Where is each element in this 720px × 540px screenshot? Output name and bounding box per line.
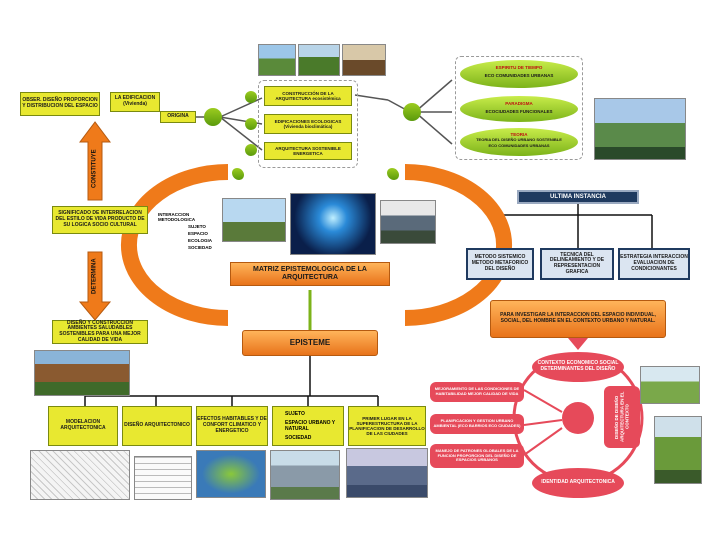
methods-block: INTERACCION METODOLOGICA SUJETO ESPACIO … [158,212,222,250]
origin-item-1: CONSTRUCCIÓN DE LA ARQUITECTURA ecosisté… [264,86,352,106]
significance-box: SIGNIFICADO DE INTERRELACION DEL ESTILO … [52,206,148,234]
paradigm-oval: PARADIGMA ECOCIUDADES FUNCIONALES [460,96,578,122]
leaf-icon-right [387,168,399,180]
healthy-design-box: DISEÑO Y CONSTRUCCION AMBIENTES SALUDABL… [52,320,148,344]
investigate-box: PARA INVESTIGAR LA INTERACCION DEL ESPAC… [490,300,666,338]
brain-face-photo [290,193,376,255]
origin-item-3: ARQUITECTURA SOSTENIBLE ENERGETICA [264,142,352,160]
bottom-list-item: ESPACIO URBANO Y NATURAL [285,420,336,432]
origin-dot-1 [245,91,257,103]
leaf-icon-left [232,168,244,180]
instance-method: METODO SISTEMICO METODO METAFORICO DEL D… [466,248,534,280]
edification-box: LA EDIFICACION (Vivienda) [110,92,160,112]
spirit-sub: ECO COMUNIDADES URBANAS [484,73,554,79]
cycle-top: CONTEXTO ECONOMICO SOCIAL DETERMINANTES … [532,352,624,382]
last-instance-header: ULTIMA INSTANCIA [517,190,639,204]
modern-house-photo [380,200,436,244]
method-item: SOCIEDAD [188,245,212,250]
origina-box: ORIGINA [160,111,196,123]
bottom-design: DISEÑO ARQUITECTONICO [122,406,192,446]
method-item: SUJETO [188,224,206,229]
eco-building-photo-3 [342,44,386,76]
theory-title: TEORIA [510,132,528,137]
eco-building-photo-1 [258,44,296,76]
cycle-bottom: IDENTIDAD ARQUITECTONICA [532,468,624,498]
methods-title: INTERACCION METODOLOGICA [158,212,196,222]
right-node [403,103,421,121]
eco-building-photo-2 [298,44,340,76]
method-item: ECOLOGIA [188,238,213,243]
bottom-planning: PRIMER LUGAR EN LA SUPERESTRUCTURA DE LA… [348,406,426,446]
plan-drawing-photo [134,456,192,500]
green-towers-photo [640,366,700,404]
theory-oval: TEORIA TEORIA DEL DISEÑO URBANO SOSTENIB… [460,128,578,156]
cycle-note-2: PLANIFICACION Y GESTION URBANO AMBIENTAL… [430,414,524,434]
origin-item-2: EDIFICACIONES ECOLOGICAS (Vivienda biocl… [264,114,352,134]
center-left-photo [222,198,286,242]
bottom-modelation: MODELACION ARQUITECTONICA [48,406,118,446]
observation-box: OBSER. DISEÑO PROPORCION Y DISTRIBUCION … [20,92,100,116]
bottom-list-item: SOCIEDAD [285,435,312,441]
paradigm-title: PARADIGMA [505,101,533,106]
time-spirit-group [455,56,583,160]
towers-photo [270,450,340,500]
instance-technique: TECNICA DEL DELINEAMIENTO Y DE REPRESENT… [540,248,614,280]
origin-items-group [258,80,358,168]
theory-sub2: ECO COMUNIDADES URBANAS [488,142,550,148]
bottom-list-box: SUJETO ESPACIO URBANO Y NATURAL SOCIEDAD [272,406,344,446]
matrix-box: MATRIZ EPISTEMOLOGICA DE LA ARQUITECTURA [230,262,390,286]
instance-strategy: ESTRATEGIA INTERACCION EVALUACION DE CON… [618,248,690,280]
paradigm-sub: ECOCIUDADES FUNCIONALES [485,109,553,115]
green-tower-photo [654,416,702,484]
bottom-comfort: EFECTOS HABITABLES Y DE CONFORT CLIMATIC… [196,406,268,446]
theory-sub: TEORIA DEL DISEÑO URBANO SOSTENIBLE [476,137,562,143]
constituye-label: CONSTITUYE [91,149,98,189]
floating-city-photo [196,450,266,498]
origin-dot-2 [245,118,257,130]
sketch-photo [30,450,130,500]
method-item: ESPACIO [188,231,208,236]
origin-dot-3 [245,144,257,156]
eco-city-photo [594,98,686,160]
bottom-list-item: SUJETO [285,411,305,417]
origin-node [204,108,222,126]
wooden-house-photo [34,350,130,396]
episteme-box: EPISTEME [242,330,378,356]
spirit-title: ESPIRITU DE TIEMPO [495,65,543,70]
determina-label: DETERMINA [91,258,98,294]
cycle-note-1: MEJORAMIENTO DE LAS CONDICIONES DE HABIT… [430,382,524,402]
spirit-of-time-oval: ESPIRITU DE TIEMPO ECO COMUNIDADES URBAN… [460,60,578,88]
futuristic-city-photo [346,448,428,498]
cycle-note-3: MANEJO DE PATRONES GLOBALES DE LA FUNCIO… [430,444,524,468]
cycle-right: DISEÑO DE DISEÑO ARQUITECTURA EN EL CONT… [604,386,640,448]
